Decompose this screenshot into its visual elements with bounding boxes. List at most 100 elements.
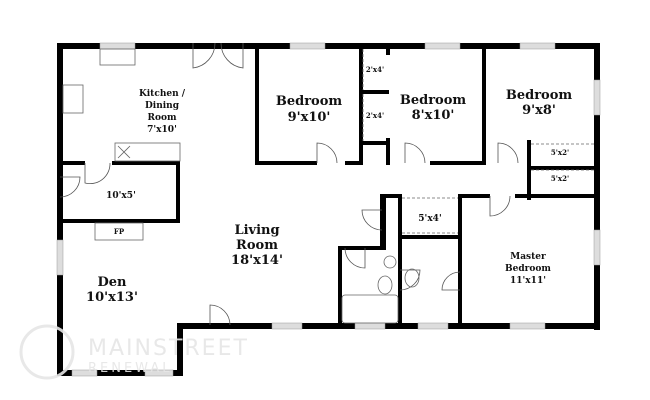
window — [71, 369, 98, 377]
window — [593, 229, 601, 266]
room-labels: Kitchen / Dining Room 7'x10' Bedroom 9'x… — [86, 65, 572, 305]
walls — [57, 43, 600, 376]
watermark-line2: RENEWAL — [88, 361, 172, 376]
kitchen-label-3: Room — [147, 113, 176, 123]
bedroom1-label: Bedroom — [276, 94, 343, 109]
wall-left — [57, 43, 63, 376]
watermark-logo-icon — [19, 324, 75, 380]
window — [354, 322, 386, 330]
closet-d-size: 5'x2' — [551, 174, 569, 183]
wall — [398, 235, 462, 239]
master-size: 11'x11' — [510, 276, 546, 286]
door — [209, 304, 231, 326]
window — [271, 322, 303, 330]
toilet-icon — [404, 268, 420, 288]
door — [59, 176, 81, 198]
window — [424, 42, 461, 50]
wall — [338, 246, 342, 329]
fixtures — [62, 48, 594, 324]
toilet-icon — [377, 275, 393, 295]
kitchen-sink-icon — [99, 48, 136, 66]
fireplace-label: FP — [114, 227, 125, 236]
closet-e-size: 5'x4' — [418, 214, 441, 224]
wall-den-step — [177, 323, 183, 376]
master-label-2: Bedroom — [505, 264, 551, 274]
laundry-size: 10'x5' — [106, 191, 136, 201]
wall — [345, 161, 359, 165]
bathtub-icon — [341, 294, 399, 324]
wall — [380, 194, 402, 198]
window — [289, 42, 326, 50]
door — [399, 269, 421, 291]
doors — [59, 42, 519, 326]
window — [144, 369, 174, 377]
wall — [482, 49, 486, 165]
bedroom3-size: 9'x8' — [522, 103, 556, 118]
door — [192, 42, 216, 69]
wall-den-bottom — [57, 370, 183, 376]
wall — [359, 141, 389, 145]
kitchen-size: 7'x10' — [147, 125, 177, 135]
wall — [359, 49, 363, 165]
closet-b-size: 2'x4' — [366, 111, 384, 120]
wall-bottom — [178, 323, 600, 329]
bedroom2-size: 8'x10' — [412, 108, 455, 123]
wall-top — [57, 43, 600, 49]
living-label-2: Room — [236, 238, 278, 253]
window — [99, 42, 136, 50]
kitchen-label-2: Dining — [145, 101, 180, 111]
door — [489, 195, 511, 217]
door — [344, 247, 366, 269]
wall — [430, 161, 486, 165]
bedroom2-label: Bedroom — [400, 93, 467, 108]
den-size: 10'x13' — [86, 290, 138, 305]
bedroom3-label: Bedroom — [506, 88, 573, 103]
watermark-line1: MAINSTREET — [88, 336, 249, 361]
master-label: Master — [510, 252, 546, 262]
windows — [56, 42, 601, 377]
wall — [386, 138, 390, 165]
window — [593, 79, 601, 116]
door — [316, 142, 338, 164]
sink-icon — [383, 255, 397, 269]
closet-c-size: 5'x2' — [551, 148, 569, 157]
window — [417, 322, 449, 330]
wall — [338, 246, 386, 250]
wall — [255, 49, 259, 165]
kitchen-label: Kitchen / — [139, 89, 186, 99]
fireplace-icon — [94, 222, 144, 241]
counter-icon — [114, 142, 181, 162]
wall — [380, 194, 386, 249]
wall — [176, 161, 180, 223]
wall — [398, 194, 402, 329]
window — [56, 239, 64, 276]
window — [519, 42, 556, 50]
living-label: Living — [234, 223, 279, 238]
wall — [112, 161, 180, 165]
wall — [527, 166, 594, 170]
wall — [63, 219, 180, 223]
den-label: Den — [98, 275, 128, 290]
wall — [462, 194, 490, 198]
door — [84, 162, 111, 184]
wall — [458, 194, 462, 329]
door — [404, 142, 426, 164]
wall — [359, 90, 389, 94]
door — [220, 42, 244, 69]
window — [509, 322, 546, 330]
wall-right — [594, 43, 600, 330]
wall — [515, 194, 594, 198]
closet-a-size: 2'x4' — [366, 65, 384, 74]
bedroom1-size: 9'x10' — [288, 110, 331, 125]
door — [441, 271, 461, 291]
wall — [255, 161, 317, 165]
watermark: MAINSTREET RENEWAL — [19, 324, 249, 380]
stove-icon — [62, 84, 84, 114]
wall — [63, 161, 85, 165]
counter-mark — [117, 145, 131, 159]
door — [361, 209, 383, 231]
wall — [386, 49, 390, 55]
living-size: 18'x14' — [231, 253, 283, 268]
